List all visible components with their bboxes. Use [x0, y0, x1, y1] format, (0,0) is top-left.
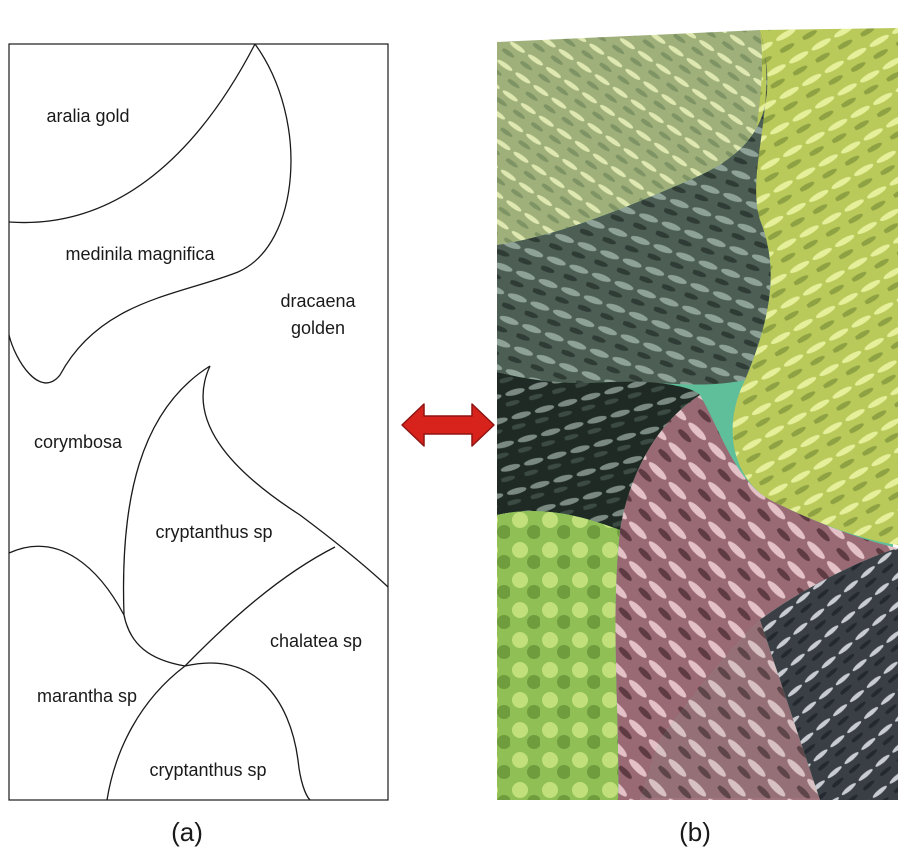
zone-label-medinila: medinila magnifica — [65, 244, 215, 264]
zone-boundary — [184, 546, 336, 667]
zone-map-border — [8, 43, 389, 801]
zone-label-cryptanthus-1: cryptanthus sp — [155, 522, 272, 542]
zone-boundary — [202, 365, 389, 588]
zone-label-corymbosa: corymbosa — [34, 432, 123, 452]
zone-boundary — [184, 662, 311, 801]
zone-map-panel: aralia gold medinila magnifica dracaena … — [8, 43, 389, 847]
double-headed-arrow-icon — [401, 403, 495, 447]
chalatea-planting — [760, 548, 898, 800]
medinila-magnifica-planting — [497, 30, 771, 385]
cryptanthus-planting-lower — [640, 620, 820, 800]
corymbosa-planting — [497, 372, 700, 530]
zone-boundary — [122, 365, 211, 667]
marantha-planting — [497, 510, 620, 800]
zone-label-marantha: marantha sp — [37, 686, 137, 706]
green-wall-illustration: (b) — [497, 28, 898, 847]
zone-boundary — [8, 545, 125, 616]
zone-label-dracaena-line2: golden — [291, 318, 345, 338]
zone-boundary — [106, 665, 186, 801]
zone-label-dracaena-line1: dracaena — [280, 291, 356, 311]
zone-label-aralia: aralia gold — [46, 106, 129, 126]
aralia-gold-planting — [497, 30, 768, 245]
caption-a: (a) — [171, 817, 203, 847]
zone-label-cryptanthus-2: cryptanthus sp — [149, 760, 266, 780]
caption-b: (b) — [679, 817, 711, 847]
cryptanthus-planting-upper — [615, 395, 898, 800]
dracaena-golden-planting — [732, 28, 898, 545]
zone-boundary — [8, 43, 256, 224]
zone-boundary — [8, 43, 292, 384]
zone-label-chalatea: chalatea sp — [270, 631, 362, 651]
